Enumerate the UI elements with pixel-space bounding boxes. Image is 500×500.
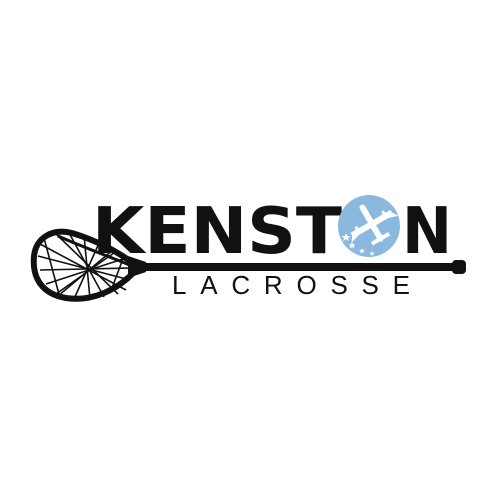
airplane-emblem-icon <box>338 195 400 257</box>
wordmark-part-1: KENST <box>92 195 342 269</box>
stick-shaft <box>138 263 464 271</box>
lacrosse-stick-icon <box>30 228 466 302</box>
wordmark-part-2: N <box>402 195 452 269</box>
emblem-stars <box>341 233 375 256</box>
stick-sidewall <box>57 234 133 268</box>
subtitle-lacrosse: LACROSSE <box>172 270 430 300</box>
stick-mesh <box>37 230 131 300</box>
stick-butt-end <box>452 260 466 274</box>
stick-head-frame <box>30 228 139 302</box>
airplane-icon <box>350 204 399 246</box>
